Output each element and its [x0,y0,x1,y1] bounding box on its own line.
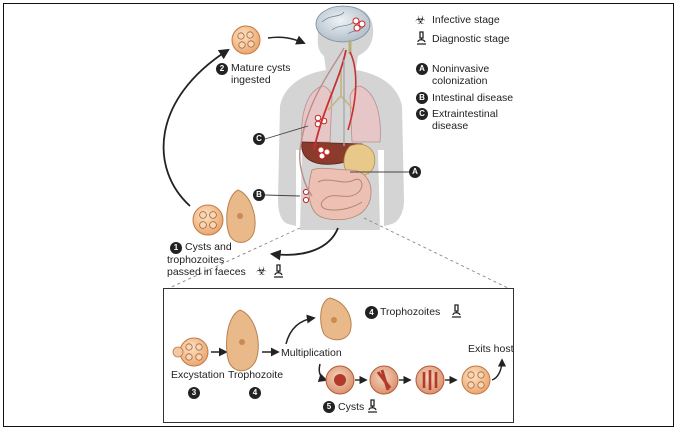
lungs [301,70,381,143]
cycle-arrow-up [162,48,230,207]
microscope-icon [417,31,426,45]
trophozoites-microscope-icon [452,304,461,318]
step4b-badge: 4 [249,387,261,399]
cyst-series [325,358,507,395]
biohazard-icon: ☣ [415,13,426,27]
step1-biohazard-icon: ☣ [256,264,267,278]
step3-badge: 3 [188,387,200,399]
figure-frame [3,3,674,427]
step2-line1: Mature cysts [231,62,291,74]
step2-line2: ingested [231,74,271,86]
legend-diagnostic: Diagnostic stage [432,33,510,45]
marker-c: C [253,133,265,145]
pointer-c [264,125,309,140]
step1-badge: 1 [170,242,182,254]
step5-badge: 5 [323,401,335,413]
legend-c-line2: disease [432,120,469,132]
cysts-microscope-icon [368,399,377,413]
brain [315,5,371,43]
legend-b-label: Intestinal disease [432,92,514,104]
faeces-cyst [192,204,224,236]
legend-a-line1: Noninvasive [432,63,490,75]
pointer-b [264,194,301,197]
intestines [302,167,372,221]
excystation-label: Excystation [171,369,225,381]
cysts-label: Cysts [338,401,365,413]
excystation-cyst [172,337,209,367]
multiplication-label: Multiplication [281,347,342,359]
legend-a-line2: colonization [432,75,488,87]
legend-badge-c: C [416,108,428,120]
route-to-brain [347,51,357,131]
step4a-badge: 4 [365,306,378,319]
route-to-liver [313,49,347,151]
step1-line2: trophozoites [167,254,225,266]
step1-line1: Cysts and [185,241,232,253]
step2-badge: 2 [216,63,228,75]
zoom-line-left [164,227,301,291]
legend-badge-a: A [416,63,428,75]
legend-badge-b: B [416,92,428,104]
ingestion-arrow [267,35,306,45]
legend-infective: Infective stage [432,14,500,26]
marker-a: A [409,166,421,178]
trophozoite-label: Trophozoite [228,369,284,381]
exits-host-label: Exits host [468,343,514,355]
step1-line3: passed in faeces [167,266,246,278]
mature-cyst-top [231,25,261,55]
trophozoites-label: Trophozoites [380,306,441,318]
legend-c-line1: Extraintestinal [432,108,498,120]
human-body [278,6,404,230]
faeces-arrow [269,227,339,261]
marker-b: B [253,189,265,201]
step1-microscope-icon [274,264,283,278]
